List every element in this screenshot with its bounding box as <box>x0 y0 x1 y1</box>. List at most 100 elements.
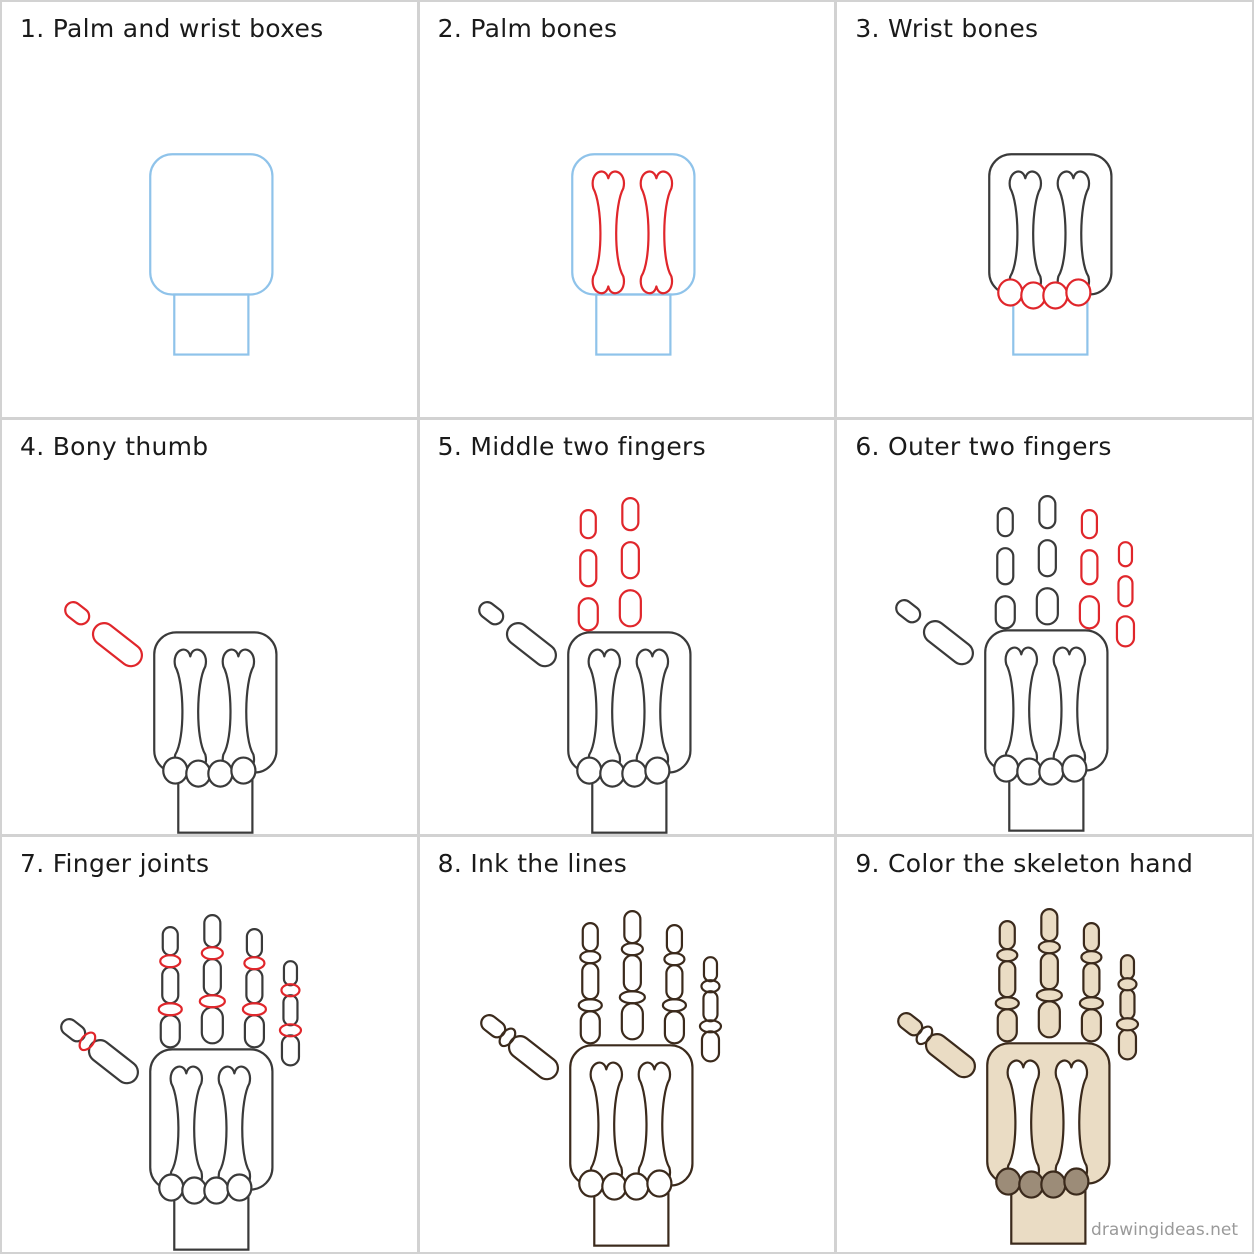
finger-bone <box>663 1010 685 1045</box>
palm-box <box>984 628 1109 772</box>
step-5-hand <box>477 496 692 834</box>
thumb-bone <box>91 621 143 667</box>
hand-drawing <box>897 908 1140 1246</box>
finger-bone <box>1038 1000 1062 1039</box>
finger-bone <box>1080 548 1099 586</box>
carpal-bone <box>600 1172 628 1202</box>
finger-joint <box>996 948 1019 963</box>
finger-bone <box>1117 574 1134 608</box>
step-2-hand <box>570 153 696 356</box>
palm-box <box>153 630 278 774</box>
hand-drawing <box>60 914 303 1252</box>
carpal-bone <box>203 1176 230 1206</box>
carpal-bone <box>577 1169 605 1198</box>
finger-bone <box>1118 1028 1138 1061</box>
carpal-bone <box>1042 281 1069 310</box>
finger-bone <box>245 928 264 959</box>
carpal-bone <box>1038 757 1065 786</box>
finger-joint <box>159 954 182 969</box>
finger-joint <box>1117 977 1138 992</box>
palm-bone <box>635 648 669 773</box>
palm-bone <box>587 648 621 773</box>
palm-bone <box>637 1061 671 1186</box>
finger-joint <box>198 994 226 1009</box>
finger-bone <box>996 506 1015 537</box>
finger-bone <box>581 922 599 953</box>
thumb-bone <box>60 1018 87 1043</box>
finger-bone <box>245 968 264 1005</box>
step-title: 1. Palm and wrist boxes <box>20 14 324 43</box>
finger-bone <box>622 954 642 993</box>
watermark: drawingideas.net <box>1091 1220 1238 1240</box>
finger-bone <box>996 546 1015 586</box>
palm-box <box>566 630 692 774</box>
finger-bone <box>579 508 597 539</box>
finger-bone <box>578 548 598 588</box>
finger-bone <box>280 1034 301 1067</box>
finger-bone <box>1079 594 1101 630</box>
finger-joint <box>243 956 266 971</box>
carpal-bone <box>1018 1170 1045 1200</box>
thumb-joint <box>78 1031 97 1052</box>
finger-bone <box>702 956 718 983</box>
step-6-drawing <box>895 494 1136 832</box>
finger-joint <box>241 1002 268 1017</box>
finger-joint <box>1080 950 1103 965</box>
finger-bone <box>200 1006 224 1045</box>
finger-bone <box>1119 988 1136 1021</box>
thumb-bone <box>505 621 557 667</box>
finger-bone <box>282 994 299 1027</box>
carpal-bone <box>1020 281 1047 310</box>
thumb <box>897 1012 977 1079</box>
palm-bone <box>1054 1059 1089 1184</box>
hand-drawing <box>988 153 1113 356</box>
carpal-bone <box>620 759 648 788</box>
thumb-bone <box>479 1014 506 1039</box>
finger-joint <box>1038 940 1062 955</box>
finger-bone <box>998 960 1017 999</box>
finger-bone <box>622 910 642 945</box>
thumb-bones <box>897 1012 977 1079</box>
step-5-drawing <box>477 496 692 834</box>
step-panel-3: 3. Wrist bones <box>837 2 1252 417</box>
step-panel-1: 1. Palm and wrist boxes <box>2 2 417 417</box>
palm-box <box>986 1042 1111 1185</box>
palm-box <box>568 1044 694 1187</box>
finger-bone <box>1038 538 1058 578</box>
finger-joint <box>661 998 687 1013</box>
carpal-bone <box>162 756 189 785</box>
finger-joint <box>662 952 686 967</box>
finger-bone <box>665 924 683 955</box>
hand-drawing <box>479 910 722 1248</box>
thumb-bone <box>923 619 975 665</box>
hand-drawing <box>149 153 274 356</box>
carpal-bone <box>598 759 626 788</box>
thumb <box>477 600 557 667</box>
carpal-bone <box>993 754 1020 783</box>
step-1-drawing <box>149 153 274 356</box>
carpal-bone <box>1061 754 1088 783</box>
finger-bone <box>700 1030 720 1063</box>
palm-bone <box>1008 170 1043 295</box>
palm-box <box>149 153 274 296</box>
step-panel-2: 2. Palm bones <box>419 2 835 417</box>
palm-bone <box>1006 1059 1041 1184</box>
step-title: 9. Color the skeleton hand <box>855 849 1194 879</box>
step-panel-6: 6. Outer two fingers <box>837 419 1252 835</box>
thumb-bone <box>477 600 504 626</box>
step-9-hand <box>897 908 1140 1246</box>
thumb-bones <box>479 1014 559 1081</box>
step-title: 3. Wrist bones <box>855 14 1039 43</box>
hand-drawing <box>64 600 278 834</box>
step-2-drawing <box>570 153 696 356</box>
step-panel-9: 9. Color the skeleton hand <box>837 837 1252 1252</box>
carpal-bone <box>1040 1170 1067 1200</box>
finger-bone <box>664 964 684 1001</box>
finger-joint <box>1116 1017 1140 1032</box>
carpal-bone <box>997 278 1024 307</box>
finger-joint <box>578 950 602 965</box>
step-title: 5. Middle two fingers <box>437 431 706 461</box>
finger-joint <box>700 979 721 994</box>
palm-bone <box>639 170 673 295</box>
step-1-hand <box>149 153 274 356</box>
